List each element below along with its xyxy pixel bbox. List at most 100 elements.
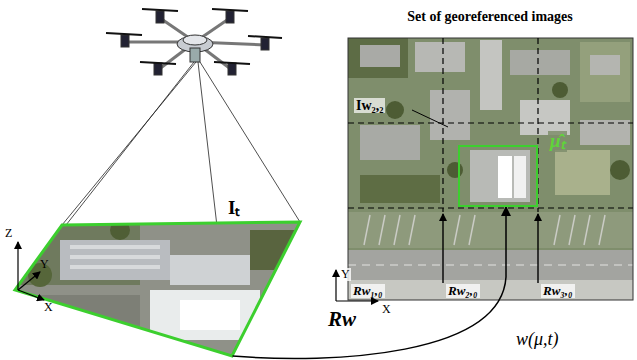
georeferenced-map-part-part — [379, 215, 385, 245]
georeferenced-map-part — [552, 82, 568, 98]
drone-figure-part — [226, 11, 234, 23]
projection-lines-part — [62, 62, 196, 225]
projection-lines-part — [200, 62, 300, 222]
camera-image-part — [70, 245, 160, 249]
frame-label: Rw₂,₀ — [446, 284, 480, 298]
mapping-arrow — [233, 207, 507, 358]
camera-image-part — [70, 265, 160, 269]
georeferenced-map-part-part — [454, 215, 460, 245]
image-tile-label: Iw₂,₂ — [354, 98, 385, 113]
camera-image-part — [10, 215, 310, 360]
georeferenced-map-part — [348, 38, 408, 78]
map-border — [348, 38, 633, 300]
georeferenced-map-part — [360, 125, 420, 160]
image-label: Iₜ — [228, 198, 239, 219]
panel-title: Set of georeferenced images — [407, 9, 572, 24]
drone-figure-part — [183, 35, 207, 45]
georeferenced-map-part-part — [569, 215, 575, 245]
georeferenced-map-part — [470, 150, 530, 202]
world-axes-part — [335, 270, 336, 301]
grid-lines — [348, 38, 633, 212]
grid-lines-part — [348, 207, 633, 208]
georeferenced-map-part-part — [364, 215, 370, 245]
leader-line — [412, 110, 448, 127]
georeferenced-map-part — [348, 38, 633, 300]
georeferenced-map — [348, 38, 633, 300]
georeferenced-map-part-part — [394, 215, 400, 245]
drone-figure-part — [154, 63, 162, 75]
georeferenced-map-part-part — [584, 215, 590, 245]
georeferenced-map-part — [480, 40, 502, 110]
origin-arrows-part — [537, 214, 538, 283]
estimate-label: μ̂ₜ — [548, 131, 567, 152]
georeferenced-map-part — [555, 150, 610, 195]
drone-figure-part — [248, 36, 282, 38]
georeferenced-map-part — [386, 101, 404, 119]
world-axes-part — [336, 300, 378, 301]
drone-figure-part — [190, 48, 200, 62]
camera-image-part — [60, 240, 170, 280]
map-panel: Set of georeferenced images μ̂ₜ — [345, 0, 635, 300]
axis-label: Y — [340, 268, 351, 281]
georeferenced-map-part — [360, 175, 440, 203]
axis-label: Z — [5, 227, 12, 240]
georeferenced-map-part — [348, 250, 633, 280]
axis-label: X — [44, 301, 53, 314]
georeferenced-map-part — [348, 265, 633, 266]
georeferenced-map-part — [360, 45, 400, 67]
georeferenced-map-part — [590, 55, 620, 75]
drone-figure-part — [140, 62, 176, 64]
drone-figure-part — [121, 35, 129, 47]
camera-image-border — [15, 222, 300, 356]
georeferenced-map-part-part — [469, 215, 475, 245]
drone-figure-part — [228, 63, 236, 75]
georeferenced-map-part — [447, 162, 463, 178]
frame-label: Rw₃,₀ — [541, 284, 575, 298]
georeferenced-map-part-part — [599, 215, 605, 245]
camera-axes-part — [18, 272, 40, 290]
georeferenced-map-part — [430, 90, 470, 140]
drone-figure-part — [156, 11, 164, 23]
georeferenced-map-part — [510, 50, 570, 75]
camera-image-part — [70, 255, 160, 259]
drone-figure-part — [261, 38, 269, 50]
georeferenced-map-part — [610, 160, 630, 180]
georeferenced-map-part — [498, 156, 512, 198]
grid-lines-part — [348, 122, 633, 123]
georeferenced-map-part — [580, 120, 630, 145]
georeferenced-map-part — [514, 156, 526, 198]
georeferenced-map-part — [348, 212, 633, 248]
axis-label: X — [382, 303, 391, 316]
camera-image-part — [170, 255, 250, 285]
axis-label: Y — [40, 258, 49, 271]
drone-figure-part — [106, 33, 142, 35]
projection-lines — [15, 62, 300, 356]
georeferenced-map-part — [520, 100, 570, 135]
georeferenced-map-part — [580, 42, 630, 102]
georeferenced-map-part-part — [409, 215, 415, 245]
frame-label: Rw — [328, 308, 356, 331]
origin-arrows-part — [442, 214, 443, 283]
drone-figure — [106, 9, 282, 75]
camera-image-part — [30, 295, 140, 335]
georeferenced-map-part — [364, 215, 605, 245]
camera-image-part — [180, 300, 240, 330]
drone-figure-part — [214, 62, 250, 64]
georeferenced-map-part-part — [554, 215, 560, 245]
camera-axes-part — [17, 242, 18, 290]
georeferenced-map-part — [415, 42, 465, 72]
edge-label: w(μ,t) — [514, 330, 561, 350]
match-region: μ̂ₜ — [458, 145, 538, 207]
projection-lines-part — [15, 62, 194, 290]
camera-image-region: Iₜ — [15, 198, 305, 356]
frame-label: Rw₁,₀ — [351, 284, 385, 298]
drone-figure-part — [142, 9, 178, 11]
origin-arrows — [443, 214, 538, 283]
camera-image — [10, 215, 310, 360]
drone-figure-part — [212, 9, 248, 11]
georeferenced-map-part — [348, 280, 633, 300]
camera-axes-part — [18, 290, 44, 300]
